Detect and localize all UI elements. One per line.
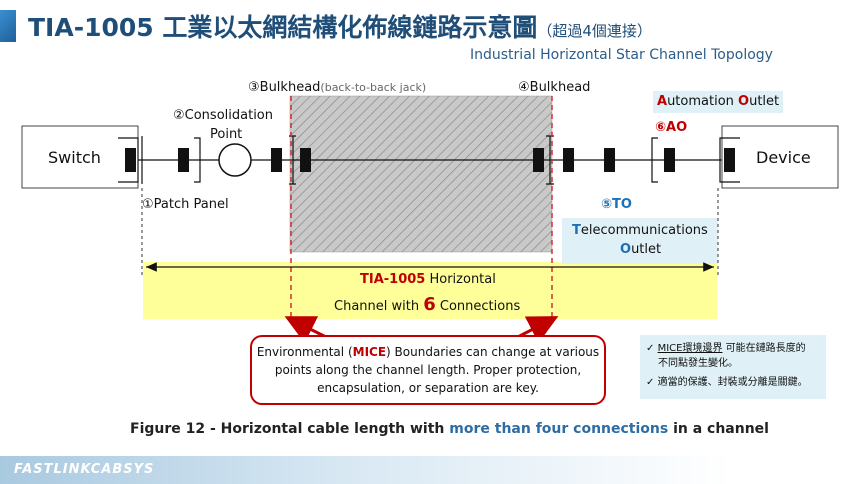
figure-caption: Figure 12 - Horizontal cable length with… <box>130 421 769 437</box>
page-subtitle: Industrial Horizontal Star Channel Topol… <box>470 47 773 63</box>
automation-outlet-label: Automation Outlet <box>657 94 780 109</box>
automation-outlet-band <box>653 91 783 113</box>
switch-label: Switch <box>48 148 101 167</box>
page-title: TIA-1005 工業以太網結構化佈線鏈路示意圖（超過4個連接） <box>28 8 652 44</box>
ao-frame <box>651 137 658 183</box>
ao-label: ⑥AO <box>655 120 688 135</box>
patch-panel-label: ①Patch Panel <box>142 197 229 212</box>
patch-panel-frame <box>194 137 201 183</box>
bulkhead3-label: ③Bulkhead(back-to-back jack) <box>248 80 426 95</box>
consolidation-label-2: Point <box>210 127 243 142</box>
patch-panel-jack <box>178 148 189 172</box>
bulkhead3-frame <box>289 135 296 185</box>
consolidation-label-1: ②Consolidation <box>173 108 273 123</box>
switch-port <box>118 137 139 183</box>
channel-label-line1: TIA-1005 Horizontal <box>360 272 496 287</box>
check-icon: ✓ <box>646 377 655 388</box>
telecom-outlet-label-2: Outlet <box>620 242 662 257</box>
bulkhead3-note: (back-to-back jack) <box>320 81 427 94</box>
device-port <box>719 137 740 183</box>
title-suffix: （超過4個連接） <box>537 22 652 40</box>
connection-count: 6 <box>423 294 436 315</box>
to-jack <box>604 148 615 172</box>
telecom-outlet-label-1: Telecommunications <box>572 223 708 238</box>
side-note: ✓ MICE環境邊界 可能在鏈路長度的 不同點發生變化。 ✓ 適當的保護、封裝或… <box>640 335 826 399</box>
notice-line-1: Environmental (MICE) Boundaries can chan… <box>256 345 600 359</box>
title-text: TIA-1005 工業以太網結構化佈線鏈路示意圖 <box>28 13 538 42</box>
title-accent-bar <box>0 10 16 42</box>
channel-label-line2: Channel with 6 Connections <box>334 294 521 315</box>
ao-jack <box>664 148 675 172</box>
device-label: Device <box>756 148 811 167</box>
bulkhead3-jack-b <box>300 148 311 172</box>
side-note-item-1-line2: 不同點發生變化。 <box>658 358 738 369</box>
device-jack <box>724 148 735 172</box>
check-icon: ✓ <box>646 343 655 354</box>
footer-bar <box>0 456 860 484</box>
environment-zone <box>289 95 553 253</box>
device-box <box>721 125 839 189</box>
notice-line-2: points along the channel length. Proper … <box>274 363 582 377</box>
bulkhead3-text: ③Bulkhead <box>248 80 321 95</box>
footer-brand: FASTLINKCABSYS <box>14 462 155 477</box>
notice-line-3: encapsulation, or separation are key. <box>317 381 539 395</box>
consolidation-point <box>218 143 252 177</box>
bulkhead4-label: ④Bulkhead <box>518 80 591 95</box>
bulkhead3-jack-a <box>271 148 282 172</box>
mice-notice-box: Environmental (MICE) Boundaries can chan… <box>250 335 606 405</box>
to-label: ⑤TO <box>601 197 632 212</box>
side-note-item-2: ✓ 適當的保護、封裝或分離是關鍵。 <box>646 377 808 388</box>
telecom-outlet-band <box>562 218 718 264</box>
bulkhead4-jack-b <box>563 148 574 172</box>
switch-jack <box>125 148 136 172</box>
mice-term: MICE <box>352 345 387 359</box>
side-note-item-1: ✓ MICE環境邊界 可能在鏈路長度的 <box>646 343 806 354</box>
bulkhead4-jack-a <box>533 148 544 172</box>
